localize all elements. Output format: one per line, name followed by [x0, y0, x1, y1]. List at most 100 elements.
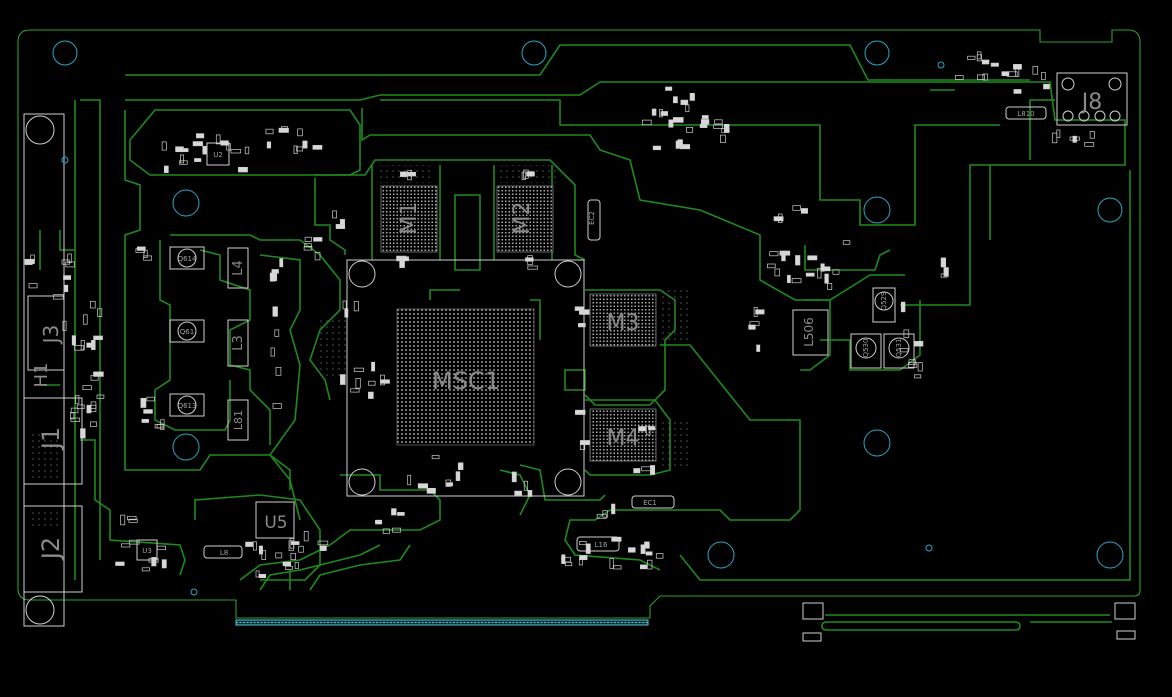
smd-pad	[1072, 135, 1077, 143]
smd-pad	[275, 366, 282, 376]
smd-pad	[651, 108, 657, 116]
inductor-l81[interactable]: L81	[227, 399, 249, 441]
smd-pad	[914, 374, 922, 379]
smd-pad	[293, 145, 298, 154]
l4-label: L4	[231, 260, 246, 276]
smd-pad	[575, 409, 586, 415]
smd-pad	[1051, 132, 1058, 144]
smd-pad	[714, 119, 723, 125]
smd-pad	[561, 554, 566, 565]
smd-pad	[344, 308, 349, 318]
smd-pad	[127, 515, 137, 521]
smd-pad	[71, 335, 76, 346]
l16-label: L16	[595, 541, 608, 549]
smd-pad	[645, 551, 653, 556]
inductor-l16[interactable]: L16	[576, 536, 620, 552]
smd-pad	[805, 272, 815, 277]
smd-pad	[431, 455, 440, 460]
smd-pad	[340, 374, 346, 385]
smd-pad	[1041, 72, 1046, 81]
smd-pad	[141, 418, 149, 423]
connector-j8[interactable]: J8	[1056, 72, 1128, 126]
smd-pad	[400, 171, 408, 177]
smd-pad	[135, 248, 146, 253]
smd-pad	[748, 324, 756, 330]
inductor-l4[interactable]: L4	[227, 247, 249, 289]
h1-label: H1	[31, 363, 52, 388]
smd-pad	[53, 294, 64, 300]
smd-pad	[903, 329, 910, 338]
smd-pad	[382, 528, 390, 534]
smd-pad	[824, 273, 829, 284]
transistor-q529[interactable]: Q529	[872, 287, 896, 323]
smd-pad	[302, 140, 308, 149]
smd-pad	[220, 140, 229, 146]
smd-pad	[1043, 83, 1050, 90]
smd-pad	[266, 141, 272, 149]
smd-pad	[832, 269, 840, 275]
smd-pad	[527, 265, 538, 270]
transistor-q61[interactable]: Q61	[169, 319, 205, 343]
smd-pad	[668, 119, 674, 128]
smd-pad	[527, 490, 533, 497]
smd-pad	[290, 541, 300, 545]
m3-label: M3	[607, 311, 640, 336]
smd-pad	[940, 257, 947, 268]
smd-pad	[24, 260, 33, 265]
inductor-l810[interactable]: L810	[1005, 106, 1047, 120]
smd-pad	[161, 141, 167, 151]
smd-pad	[342, 300, 347, 310]
smd-pad	[290, 552, 296, 561]
transistor-q614[interactable]: Q614	[169, 246, 205, 270]
inductor-l8[interactable]: L8	[203, 545, 243, 559]
smd-pad	[641, 119, 652, 126]
smd-pad	[976, 51, 982, 60]
smd-pad	[426, 487, 436, 494]
smd-pad	[665, 86, 673, 91]
memory-m1[interactable]: M1	[380, 185, 438, 253]
smd-pad	[284, 565, 293, 570]
smd-pad	[288, 540, 294, 551]
smd-pad	[202, 145, 207, 155]
smd-pad	[613, 565, 622, 570]
memory-m2[interactable]: M2	[496, 185, 554, 253]
smd-pad	[297, 128, 303, 137]
j3-label: J3	[39, 325, 63, 346]
capacitor-ec1[interactable]: EC1	[631, 495, 675, 509]
smd-pad	[967, 55, 976, 60]
transistor-q613[interactable]: Q613	[169, 393, 205, 417]
regulator-u5[interactable]: U5	[255, 501, 295, 539]
smd-pad	[399, 256, 409, 262]
l506-label: L506	[802, 317, 816, 347]
transistor-q531[interactable]: Q531	[883, 333, 915, 369]
memory-m3[interactable]: M3	[589, 293, 657, 347]
smd-pad	[659, 108, 663, 118]
q61-label: Q61	[180, 328, 194, 336]
smd-pad	[917, 362, 923, 372]
edge-connector[interactable]	[235, 619, 649, 626]
l8-label: L8	[220, 549, 228, 557]
smd-pad	[70, 417, 81, 422]
transistor-q530[interactable]: Q530	[850, 333, 882, 369]
connector-strip-left[interactable]: J3 J1 J2 H1	[23, 113, 83, 627]
smd-pad	[943, 267, 949, 277]
smd-pad	[701, 115, 709, 119]
smd-pad	[685, 104, 690, 113]
smd-pad	[194, 158, 202, 162]
inductor-l506[interactable]: L506	[792, 309, 829, 356]
smd-pad	[579, 442, 586, 450]
smd-pad	[579, 541, 587, 546]
capacitor-ec2[interactable]: EC2	[587, 199, 601, 241]
mcu-msc1[interactable]: MSC1	[346, 259, 585, 497]
smd-pad	[353, 367, 365, 372]
memory-m4[interactable]: M4	[589, 408, 657, 462]
smd-pad	[638, 426, 647, 432]
smd-pad	[807, 255, 818, 261]
u2-label: U2	[213, 151, 223, 159]
smd-pad	[611, 503, 616, 515]
smd-pad	[633, 468, 641, 474]
smd-pad	[820, 263, 825, 272]
smd-pad	[244, 146, 250, 155]
ic-u2[interactable]: U2	[206, 142, 230, 166]
inductor-l3[interactable]: L3	[227, 319, 249, 367]
